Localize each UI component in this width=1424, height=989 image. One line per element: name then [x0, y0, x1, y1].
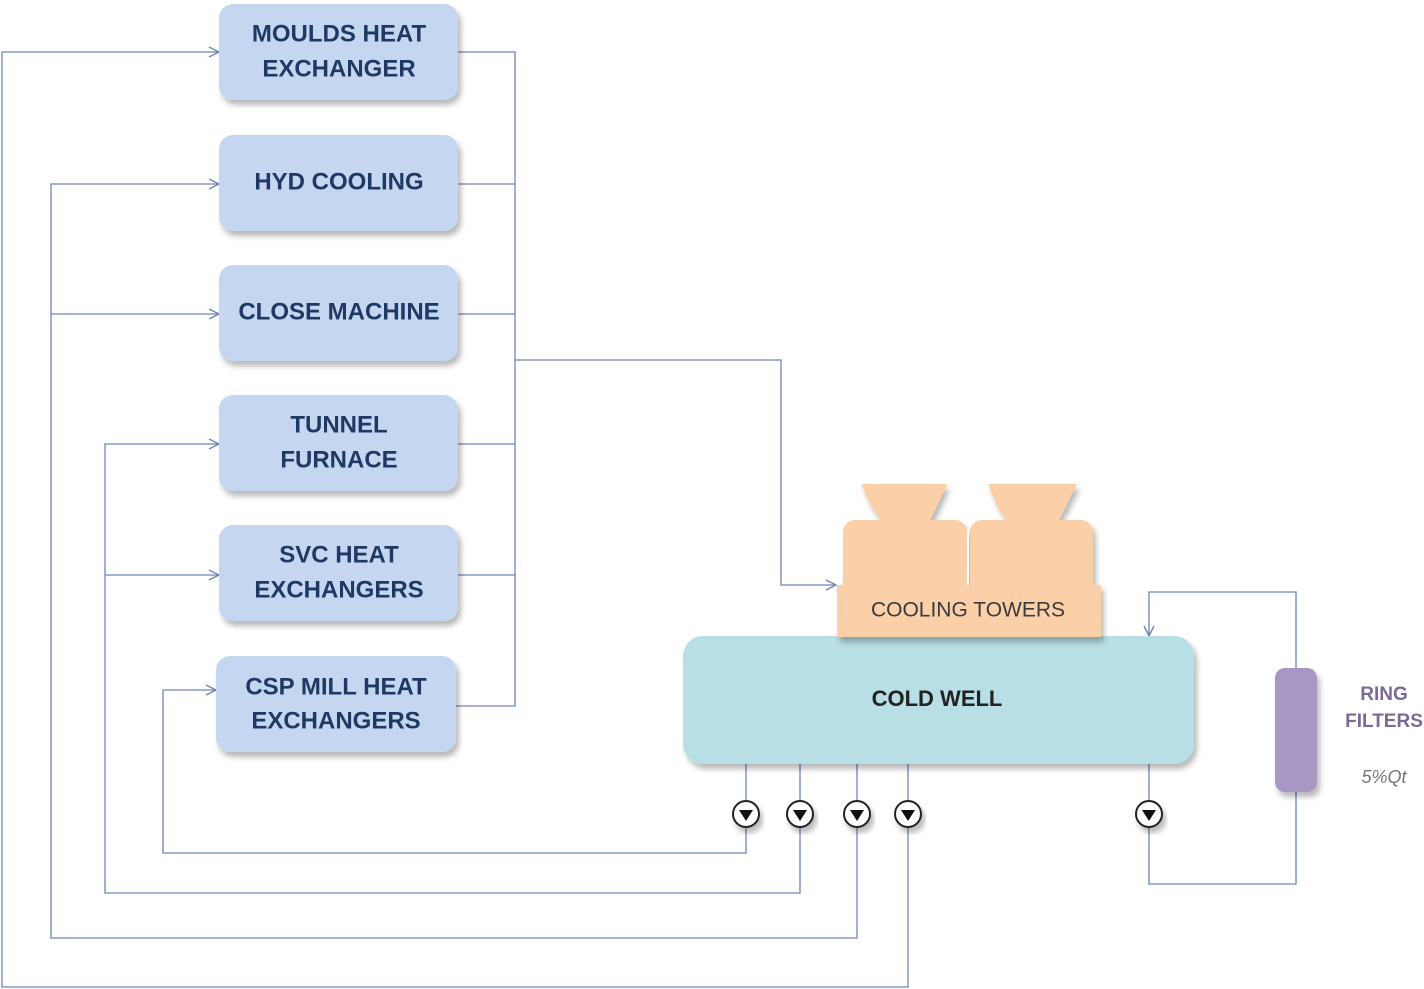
equipment-csp-mill-heat-exchangers[interactable]: CSP MILL HEAT EXCHANGERS [216, 656, 456, 752]
pump-icon[interactable] [1135, 800, 1163, 828]
filter-loop-pipe [1148, 764, 1297, 885]
cooling-tower-top-icon [861, 484, 947, 522]
equipment-tunnel-furnace[interactable]: TUNNEL FURNACE [219, 395, 458, 491]
ring-filters-label-line: RING [1360, 684, 1408, 705]
supply-tunnel-svc-pipe [104, 444, 801, 894]
cooling-tower-base [837, 585, 1101, 637]
equipment-hyd-cooling[interactable]: HYD COOLING [219, 135, 458, 231]
pumps [732, 800, 1163, 828]
equipment-label-line: SVC HEAT [279, 541, 399, 568]
cold-well[interactable]: COLD WELL [683, 636, 1194, 764]
pump-icon[interactable] [732, 800, 760, 828]
supply-moulds-pipe [1, 52, 909, 988]
equipment-label-line: HYD COOLING [254, 168, 423, 195]
pipes [1, 51, 1297, 988]
equipment-svc-heat-exchangers[interactable]: SVC HEAT EXCHANGERS [219, 525, 458, 621]
supply-hyd-close-pipe [50, 184, 858, 939]
ring-filters[interactable]: RING FILTERS 5%Qt [1275, 668, 1423, 792]
cold-well-label: COLD WELL [872, 686, 1003, 711]
filter-return-pipe [1149, 591, 1297, 670]
equipment-label-line: EXCHANGERS [251, 707, 420, 734]
cooling-towers[interactable]: COOLING TOWERS [837, 484, 1101, 637]
ring-filters-label-line: FILTERS [1345, 711, 1423, 732]
equipment-label-line: CLOSE MACHINE [238, 298, 439, 325]
equipment-label-line: CSP MILL HEAT [245, 673, 427, 700]
equipment-label-line: FURNACE [280, 446, 397, 473]
equipment-close-machine[interactable]: CLOSE MACHINE [219, 265, 458, 361]
cooling-tower-body-icon [843, 520, 967, 600]
cooling-towers-label: COOLING TOWERS [871, 599, 1065, 622]
equipment-label-line: EXCHANGERS [254, 576, 423, 603]
equipment-moulds-heat-exchanger[interactable]: MOULDS HEAT EXCHANGER [219, 4, 458, 100]
cooling-tower-top-icon [988, 484, 1077, 522]
equipment-label-line: MOULDS HEAT [252, 20, 427, 47]
pump-icon[interactable] [843, 800, 871, 828]
return-collector-pipe [456, 51, 516, 707]
pump-icon[interactable] [786, 800, 814, 828]
ring-filter-vessel-icon [1275, 668, 1317, 792]
equipment-label-line: TUNNEL [290, 411, 387, 438]
pump-icon[interactable] [894, 800, 922, 828]
ring-filters-flow-fraction: 5%Qt [1361, 767, 1407, 787]
cooling-tower-body-icon [970, 520, 1093, 600]
equipment-label-line: EXCHANGER [262, 55, 415, 82]
to-cooling-towers-pipe [515, 359, 836, 585]
